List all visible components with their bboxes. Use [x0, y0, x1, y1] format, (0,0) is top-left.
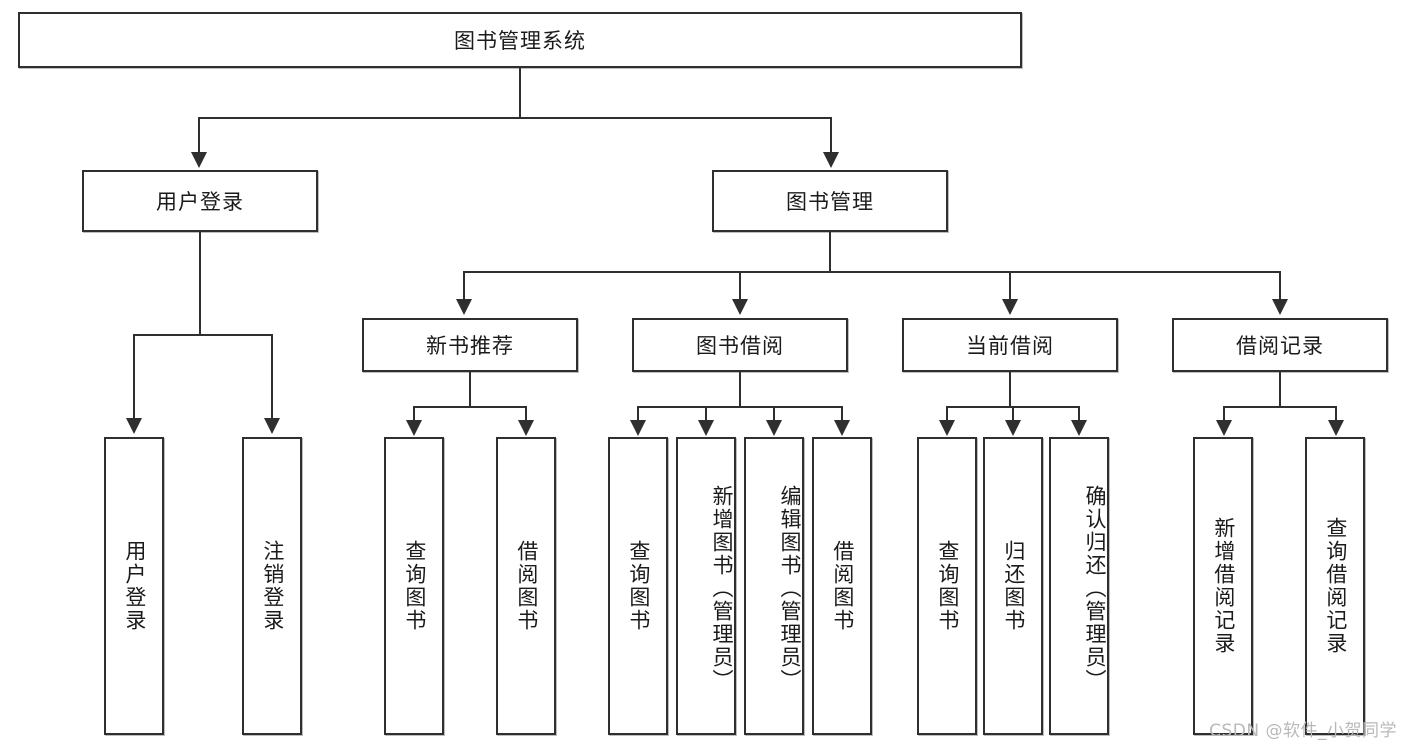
node-label: 新书推荐	[426, 334, 514, 358]
node-current-borrow[interactable]: 当前借阅	[902, 318, 1118, 372]
connector-book-borrow-to-leaf-0	[637, 406, 639, 421]
connector-book-mgmt-to-g1	[739, 271, 741, 300]
node-label: 新增图书（管理员）	[710, 484, 734, 692]
connector-current-borrow-stem	[1009, 372, 1011, 407]
node-label: 确认归还（管理员）	[1083, 484, 1107, 692]
connector-borrow-record-stem	[1279, 372, 1281, 407]
leaf-new-book-query[interactable]: 查询图书	[384, 437, 444, 735]
arrow-root-to-user-login-icon	[191, 152, 207, 168]
connector-root-stem	[519, 68, 521, 118]
connector-root-to-user-login	[198, 117, 200, 153]
arrow-root-to-book-mgmt-icon	[823, 152, 839, 168]
connector-new-book-stem	[469, 372, 471, 407]
leaf-book-borrow-edit[interactable]: 编辑图书（管理员）	[744, 437, 804, 735]
node-label: 图书管理系统	[454, 29, 586, 53]
connector-book-borrow-to-leaf-1	[705, 406, 707, 421]
arrow-current-borrow-leaf-2-icon	[1071, 420, 1087, 436]
leaf-current-borrow-confirm-return[interactable]: 确认归还（管理员）	[1049, 437, 1109, 735]
connector-book-mgmt-bar	[463, 271, 1280, 273]
node-root-system[interactable]: 图书管理系统	[18, 12, 1022, 68]
connector-user-login-to-leaf-0	[133, 334, 135, 419]
node-label: 注销登录	[260, 540, 285, 632]
arrow-book-mgmt-g0-icon	[456, 299, 472, 315]
arrow-borrow-record-leaf-1-icon	[1328, 420, 1344, 436]
leaf-user-login-logout[interactable]: 注销登录	[242, 437, 302, 735]
node-label: 归还图书	[1001, 540, 1026, 632]
arrow-current-borrow-leaf-1-icon	[1005, 420, 1021, 436]
node-label: 借阅图书	[514, 540, 539, 632]
node-label: 查询图书	[402, 540, 427, 632]
leaf-new-book-borrow[interactable]: 借阅图书	[496, 437, 556, 735]
connector-new-book-to-leaf-0	[413, 406, 415, 421]
connector-current-borrow-to-leaf-1	[1012, 406, 1014, 421]
node-user-login[interactable]: 用户登录	[82, 170, 318, 232]
node-label: 编辑图书（管理员）	[778, 484, 802, 692]
leaf-current-borrow-query[interactable]: 查询图书	[917, 437, 977, 735]
connector-book-mgmt-to-g3	[1279, 271, 1281, 300]
connector-book-mgmt-stem	[829, 232, 831, 272]
node-label: 图书管理	[786, 190, 874, 214]
connector-borrow-record-to-leaf-0	[1223, 406, 1225, 421]
node-label: 查询图书	[626, 540, 651, 632]
leaf-current-borrow-return[interactable]: 归还图书	[983, 437, 1043, 735]
leaf-borrow-record-query[interactable]: 查询借阅记录	[1305, 437, 1365, 735]
connector-book-borrow-bar	[637, 406, 843, 408]
connector-new-book-bar	[413, 406, 527, 408]
node-new-book-recommend[interactable]: 新书推荐	[362, 318, 578, 372]
node-book-management[interactable]: 图书管理	[712, 170, 948, 232]
connector-root-bar	[198, 117, 832, 119]
arrow-book-borrow-leaf-3-icon	[834, 420, 850, 436]
leaf-borrow-record-add[interactable]: 新增借阅记录	[1193, 437, 1253, 735]
connector-current-borrow-to-leaf-2	[1078, 406, 1080, 421]
arrow-current-borrow-leaf-0-icon	[939, 420, 955, 436]
arrow-user-login-leaf-0-icon	[126, 418, 142, 434]
node-label: 当前借阅	[966, 334, 1054, 358]
connector-user-login-stem	[199, 232, 201, 335]
connector-borrow-record-to-leaf-1	[1335, 406, 1337, 421]
arrow-book-mgmt-g3-icon	[1272, 299, 1288, 315]
node-label: 用户登录	[156, 190, 244, 214]
node-book-borrow[interactable]: 图书借阅	[632, 318, 848, 372]
arrow-new-book-leaf-0-icon	[406, 420, 422, 436]
arrow-book-mgmt-g1-icon	[732, 299, 748, 315]
connector-user-login-to-leaf-1	[271, 334, 273, 419]
connector-user-login-bar	[133, 334, 272, 336]
node-label: 用户登录	[122, 540, 147, 632]
arrow-book-borrow-leaf-2-icon	[766, 420, 782, 436]
node-label: 查询借阅记录	[1323, 517, 1348, 655]
connector-book-borrow-to-leaf-3	[841, 406, 843, 421]
leaf-book-borrow-query[interactable]: 查询图书	[608, 437, 668, 735]
arrow-borrow-record-leaf-0-icon	[1216, 420, 1232, 436]
node-label: 借阅图书	[830, 540, 855, 632]
arrow-user-login-leaf-1-icon	[264, 418, 280, 434]
arrow-book-mgmt-g2-icon	[1002, 299, 1018, 315]
arrow-book-borrow-leaf-1-icon	[698, 420, 714, 436]
leaf-book-borrow-add[interactable]: 新增图书（管理员）	[676, 437, 736, 735]
connector-borrow-record-bar	[1223, 406, 1337, 408]
node-label: 图书借阅	[696, 334, 784, 358]
connector-book-mgmt-to-g2	[1009, 271, 1011, 300]
connector-current-borrow-to-leaf-0	[946, 406, 948, 421]
node-label: 借阅记录	[1236, 334, 1324, 358]
leaf-user-login-login[interactable]: 用户登录	[104, 437, 164, 735]
arrow-new-book-leaf-1-icon	[518, 420, 534, 436]
node-label: 查询图书	[935, 540, 960, 632]
arrow-book-borrow-leaf-0-icon	[630, 420, 646, 436]
node-label: 新增借阅记录	[1211, 517, 1236, 655]
connector-new-book-to-leaf-1	[525, 406, 527, 421]
connector-book-borrow-to-leaf-2	[773, 406, 775, 421]
connector-root-to-book-mgmt	[830, 117, 832, 153]
connector-book-borrow-stem	[739, 372, 741, 407]
connector-book-mgmt-to-g0	[463, 271, 465, 300]
leaf-book-borrow-borrow[interactable]: 借阅图书	[812, 437, 872, 735]
node-borrow-record[interactable]: 借阅记录	[1172, 318, 1388, 372]
